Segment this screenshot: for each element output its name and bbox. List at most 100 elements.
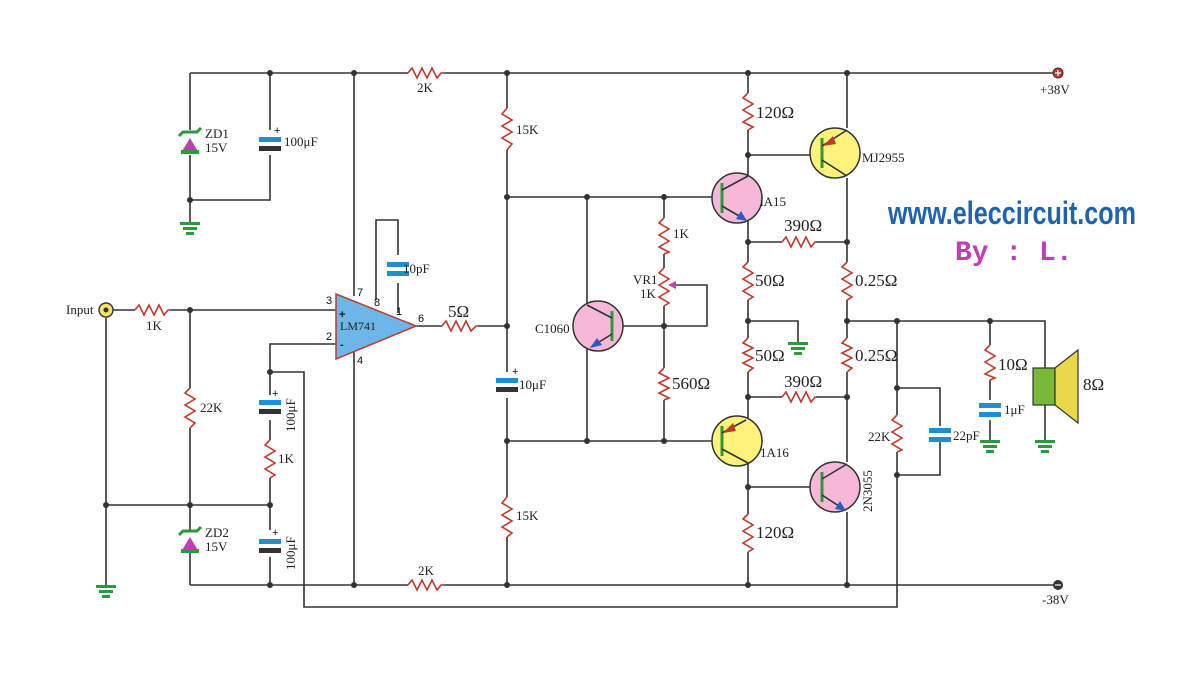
r1k-mid-label: 1K	[278, 451, 295, 466]
r1k-bias-label: 1K	[673, 226, 690, 241]
pin-1: 1	[396, 306, 402, 318]
c1060-label: C1060	[535, 321, 570, 336]
pin-6: 6	[418, 313, 424, 325]
pin-8: 8	[374, 297, 380, 309]
r15k-bot-label: 15K	[516, 508, 539, 523]
speaker-label: 8Ω	[1083, 375, 1104, 394]
capacitor-1uf	[979, 403, 1001, 417]
q2n3055-label: 2N3055	[860, 470, 875, 512]
resistor-15k-top	[500, 107, 514, 151]
cap-plus-bottom: +	[272, 527, 278, 539]
opamp-lm741: LM741 + - 3 2 7 4 8 1 6	[326, 287, 424, 367]
vr1-value: 1K	[640, 286, 657, 301]
ground-symbols	[96, 222, 1055, 598]
resistor-1k-bias	[657, 217, 671, 255]
opamp-plus: +	[339, 309, 345, 321]
wires	[105, 72, 1058, 608]
r120-bot-label: 120Ω	[756, 523, 794, 542]
resistor-50-bottom	[741, 337, 755, 373]
transistor-2n3055	[809, 461, 861, 513]
pin-7: 7	[357, 287, 363, 299]
resistor-025-top	[840, 261, 854, 301]
zener-zd1	[177, 126, 203, 154]
capacitor-22pf	[929, 428, 951, 442]
resistor-1k-mid	[263, 439, 277, 479]
zd1-value: 15V	[205, 140, 228, 155]
r22k-left-label: 22K	[200, 400, 223, 415]
ground-icon	[980, 440, 1000, 453]
input-label: Input	[66, 302, 94, 317]
pin-3: 3	[326, 295, 332, 307]
resistor-50-top	[741, 261, 755, 301]
capacitors: + + + +	[259, 125, 1001, 553]
opamp-name: LM741	[340, 319, 376, 333]
resistor-560	[657, 367, 671, 401]
q1a15-label: iA15	[760, 194, 786, 209]
negative-rail-terminal	[1053, 580, 1063, 590]
capacitor-100uf-bottom	[259, 539, 281, 553]
input-jack	[98, 302, 114, 318]
watermark: www.eleccircuit.com By : L.	[887, 195, 1136, 269]
junction-dots	[103, 70, 993, 588]
zd2-name: ZD2	[205, 525, 229, 540]
r10ohm-label: 10Ω	[998, 355, 1028, 374]
resistor-22k-left	[183, 387, 197, 429]
c100u-bot-label: 100μF	[283, 536, 298, 570]
r50-bot-label: 50Ω	[755, 346, 785, 365]
r390-bot-label: 390Ω	[784, 372, 822, 391]
c1u-label: 1μF	[1004, 402, 1025, 417]
resistor-025-bottom	[840, 337, 854, 373]
r560-label: 560Ω	[672, 374, 710, 393]
capacitor-10pf	[387, 262, 409, 276]
zd2-value: 15V	[205, 539, 228, 554]
resistor-22k-feedback	[890, 414, 904, 453]
resistor-5ohm	[441, 319, 478, 333]
c22p-label: 22pF	[953, 428, 980, 443]
cap-plus-mid: +	[272, 388, 278, 400]
cap-plus-10uf: +	[512, 366, 518, 378]
component-labels: +38V -38V Input ZD1 15V ZD2 15V 100μF 10…	[66, 80, 1104, 607]
r22k-fb-label: 22K	[868, 429, 891, 444]
q1a16-label: 1A16	[760, 445, 789, 460]
resistor-2k-top	[407, 66, 444, 80]
transistor-c1060	[572, 300, 624, 352]
resistors	[134, 66, 998, 592]
opamp-minus: -	[340, 339, 344, 351]
resistor-2k-bottom	[407, 578, 444, 592]
capacitor-10uf	[496, 378, 518, 392]
resistor-input-1k	[134, 303, 170, 317]
zd1-name: ZD1	[205, 126, 229, 141]
capacitor-100uf-top	[259, 137, 281, 151]
ground-icon	[788, 342, 808, 355]
author-text: By : L.	[955, 238, 1073, 269]
ground-icon	[96, 585, 116, 598]
pin-4: 4	[357, 355, 363, 367]
resistor-390-bottom	[781, 390, 816, 404]
zener-zd2	[177, 525, 203, 553]
c100u-top-label: 100μF	[284, 134, 318, 149]
website-text: www.eleccircuit.com	[887, 195, 1136, 231]
transistor-mj2955	[809, 127, 861, 179]
transistor-1a15	[711, 172, 763, 224]
ground-icon	[1035, 440, 1055, 453]
rail-negative-label: -38V	[1042, 592, 1069, 607]
r120-top-label: 120Ω	[756, 103, 794, 122]
speaker-8ohm	[1032, 348, 1079, 425]
resistor-120-top	[741, 92, 755, 131]
r2k-top-label: 2K	[417, 80, 434, 95]
c100u-mid-label: 100μF	[283, 398, 298, 432]
c10u-label: 10μF	[519, 377, 546, 392]
resistor-120-bottom	[741, 513, 755, 553]
mj2955-label: MJ2955	[862, 150, 905, 165]
rail-positive-label: +38V	[1040, 82, 1070, 97]
c10p-label: 10pF	[403, 261, 430, 276]
r50-top-label: 50Ω	[755, 271, 785, 290]
r2k-bot-label: 2K	[418, 563, 435, 578]
capacitor-100uf-mid	[259, 400, 281, 414]
vr1-name: VR1	[633, 272, 658, 287]
ground-icon	[180, 222, 200, 235]
r025-top-label: 0.25Ω	[855, 271, 897, 290]
r15k-top-label: 15K	[516, 122, 539, 137]
